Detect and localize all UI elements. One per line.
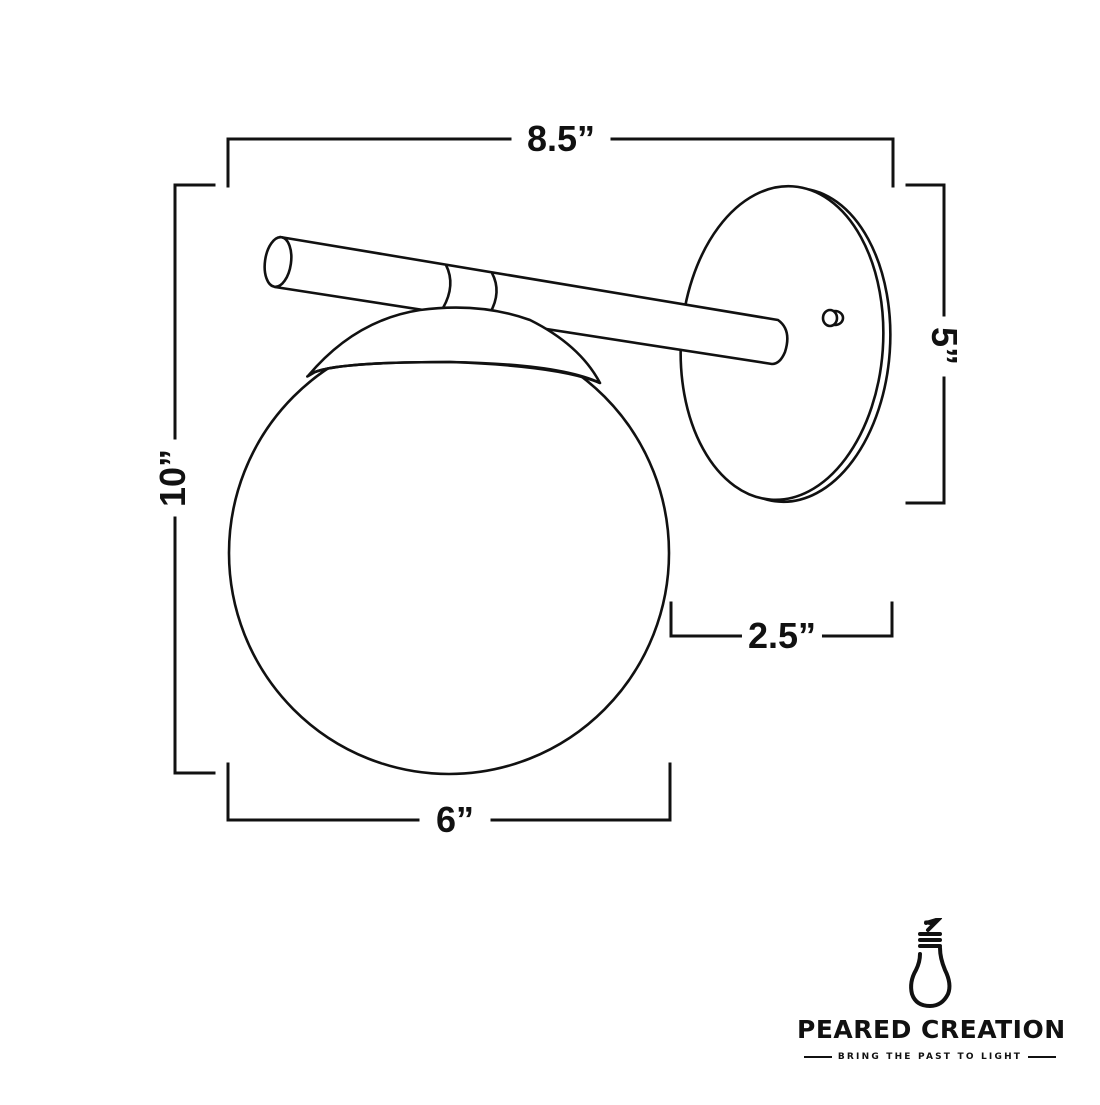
brand-name: PEARED CREATION <box>797 1015 1066 1044</box>
width-label: 8.5” <box>520 121 602 157</box>
rod-end-cap <box>263 235 293 289</box>
brand-tagline: BRING THE PAST TO LIGHT <box>837 1052 1023 1062</box>
globe-shade <box>227 330 671 776</box>
pear-bulb-icon <box>909 918 952 1009</box>
backplate-height-label: 5” <box>924 320 965 372</box>
depth-label: 2.5” <box>741 618 823 654</box>
width-bracket <box>226 137 895 188</box>
depth-bracket <box>669 601 894 638</box>
height-label: 10” <box>152 442 193 514</box>
backplate-bracket <box>905 183 946 505</box>
globe-bracket <box>226 762 672 822</box>
divider <box>1028 1056 1056 1058</box>
arm-rod <box>273 235 789 366</box>
height-bracket <box>173 183 216 775</box>
globe-diameter-label: 6” <box>429 802 481 838</box>
brand-tagline-row: BRING THE PAST TO LIGHT <box>804 1052 1056 1062</box>
divider <box>804 1056 832 1058</box>
